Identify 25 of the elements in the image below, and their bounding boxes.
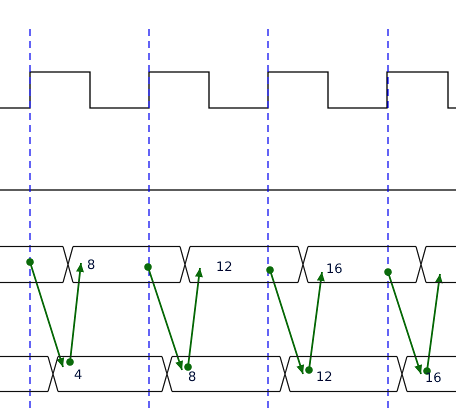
bus-segment [303,246,421,283]
bus-value: 12 [316,370,333,385]
arrow [266,266,304,374]
arrow [184,268,203,371]
bus-segment [0,356,53,392]
bus-value: 4 [74,368,82,383]
bus-segment [68,246,185,283]
bus-value: 8 [188,370,196,385]
bus-value: 16 [425,371,442,386]
arrow [423,274,443,375]
arrow [26,258,64,368]
bus-segment [285,356,402,392]
arrow [144,263,183,370]
bus-segment [53,356,167,392]
bus-segment [402,356,456,392]
arrow [66,262,84,366]
bus-value: 16 [326,262,343,277]
arrow [384,268,422,374]
bus-value: 12 [216,260,233,275]
bus-segment [0,246,68,283]
bus-segment [167,356,285,392]
bus-segment [421,246,456,283]
bus-value: 8 [87,258,96,273]
bus-segment [185,246,303,283]
arrow [305,272,325,374]
